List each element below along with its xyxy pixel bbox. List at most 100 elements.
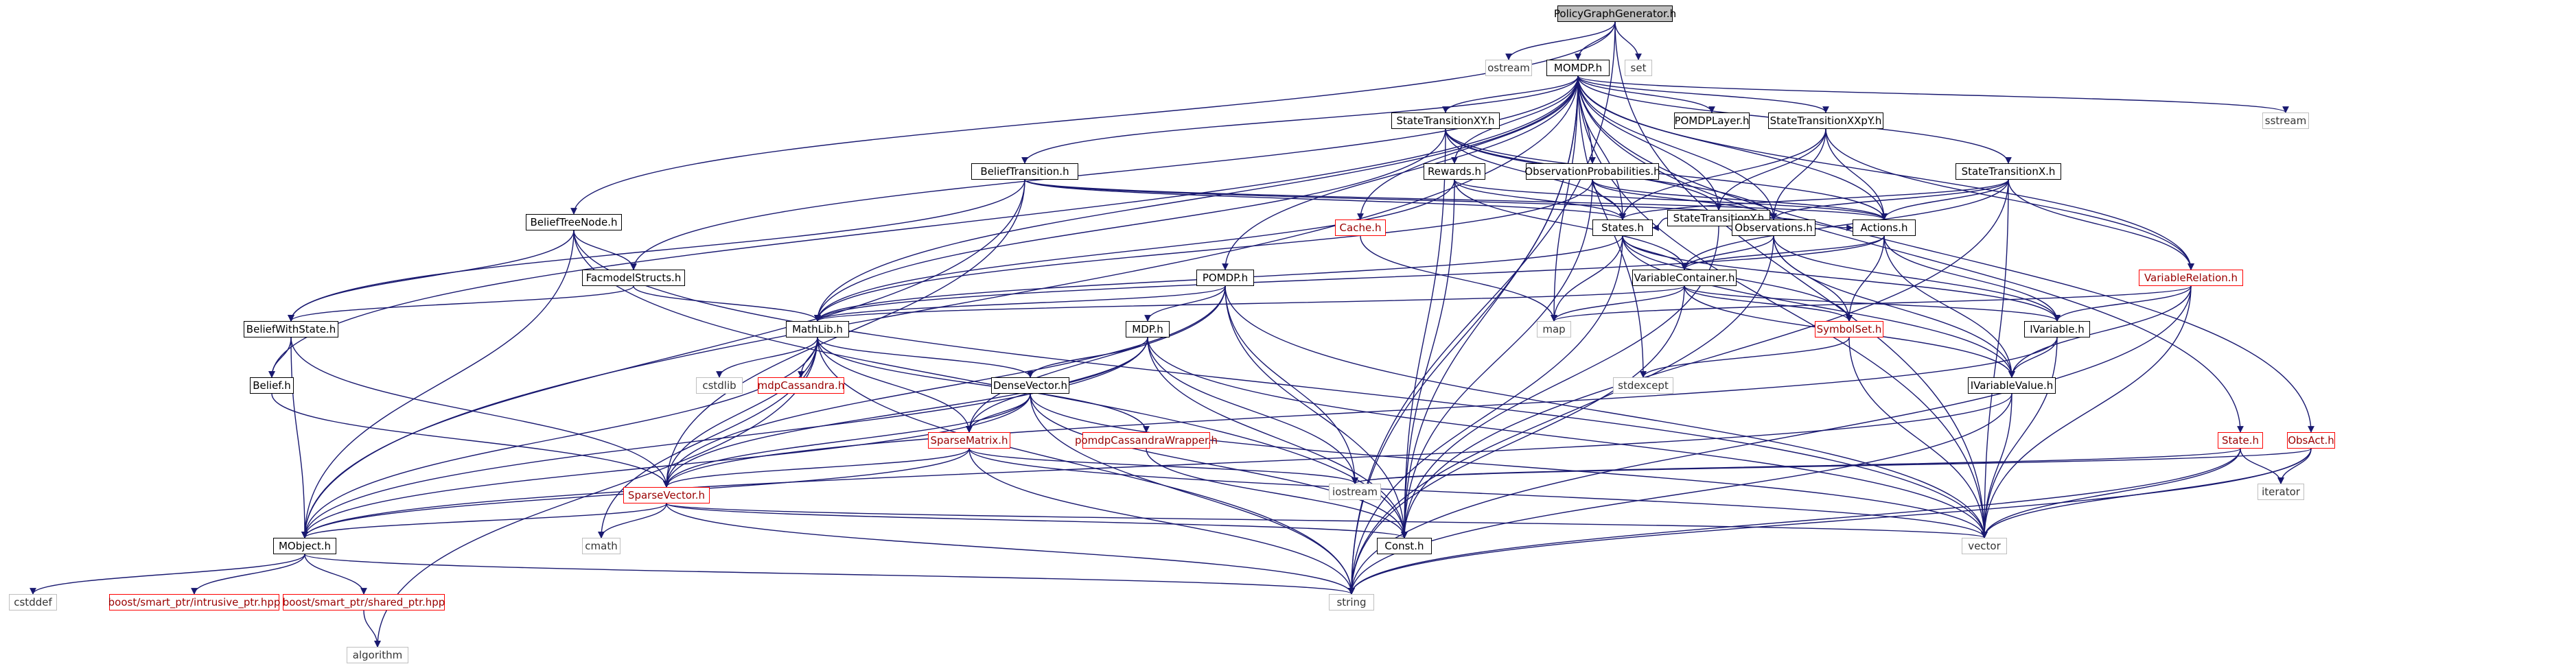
- edge-stxx-to-observations: [1770, 179, 2009, 220]
- edge-densevector-to-sparsevector: [663, 393, 1031, 488]
- node-string[interactable]: string: [1329, 594, 1374, 610]
- node-sparsevector[interactable]: SparseVector.h: [623, 487, 710, 503]
- edge-sparsematrix-to-string: [968, 448, 1355, 595]
- node-cmath[interactable]: cmath: [582, 538, 620, 554]
- node-map[interactable]: map: [1537, 321, 1571, 337]
- node-vector[interactable]: vector: [1962, 538, 2007, 554]
- edge-varrelation-to-ivariable: [2054, 285, 2192, 322]
- edge-sty-to-states: [1652, 217, 1668, 231]
- edge-stxx-to-varrelation: [2008, 179, 2194, 270]
- node-mobject[interactable]: MObject.h: [273, 538, 336, 554]
- edge-mdp-to-sparsevector: [663, 337, 1148, 488]
- node-pgg[interactable]: PolicyGraphGenerator.h: [1553, 5, 1677, 22]
- node-stxx[interactable]: StateTransitionX.h: [1956, 163, 2061, 180]
- node-label: SymbolSet.h: [1816, 323, 1882, 335]
- node-pomdpcassandra[interactable]: pomdpCassandraWrapper.h: [1075, 432, 1218, 449]
- node-label: StateTransitionXXpY.h: [1769, 115, 1882, 127]
- node-stdexcept[interactable]: stdexcept: [1613, 377, 1673, 394]
- edge-ivariable-to-vector: [1981, 337, 2058, 538]
- node-varrelation[interactable]: VariableRelation.h: [2139, 270, 2243, 286]
- edge-actions-to-varcontainer: [1681, 235, 1885, 270]
- node-rewards[interactable]: Rewards.h: [1424, 163, 1485, 180]
- edge-actions-to-mathlib: [814, 235, 1885, 322]
- node-set[interactable]: set: [1625, 60, 1652, 76]
- node-ivariable[interactable]: IVariable.h: [2024, 321, 2090, 337]
- node-label: PolicyGraphGenerator.h: [1553, 8, 1677, 20]
- node-beliefwithstate[interactable]: BeliefWithState.h: [244, 321, 338, 337]
- node-actions[interactable]: Actions.h: [1853, 220, 1916, 236]
- edge-symbolset-to-vector: [1848, 337, 1988, 538]
- node-label: ObsAct.h: [2288, 434, 2334, 447]
- node-label: IVariableValue.h: [1970, 379, 2054, 392]
- node-label: State.h: [2222, 434, 2259, 447]
- edge-pomdp-to-mathlib: [814, 285, 1226, 322]
- edge-ivariable-to-ivariablevalue: [2008, 337, 2058, 378]
- node-shared[interactable]: boost/smart_ptr/shared_ptr.hpp: [283, 594, 445, 610]
- edge-obsact-to-string: [1348, 448, 2312, 595]
- node-intrusive[interactable]: boost/smart_ptr/intrusive_ptr.hpp: [108, 594, 281, 610]
- node-cache[interactable]: Cache.h: [1335, 220, 1386, 236]
- node-sstream[interactable]: sstream: [2262, 112, 2309, 129]
- node-mathlib[interactable]: MathLib.h: [786, 321, 849, 337]
- node-label: string: [1336, 596, 1367, 608]
- edge-sparsematrix-to-sparsevector: [663, 448, 970, 488]
- node-sparsematrix[interactable]: SparseMatrix.h: [928, 432, 1010, 449]
- edge-beliefwithstate-to-belief: [268, 337, 292, 378]
- node-obsact[interactable]: ObsAct.h: [2287, 432, 2335, 449]
- edge-ivariablevalue-to-string: [1348, 393, 2012, 595]
- node-facmodel[interactable]: FacmodelStructs.h: [582, 270, 685, 286]
- edge-ivariable-to-sparsevector: [663, 337, 2058, 488]
- node-label: Observations.h: [1734, 222, 1813, 234]
- node-label: States.h: [1601, 222, 1644, 234]
- node-observations[interactable]: Observations.h: [1732, 220, 1815, 236]
- edge-momdp-to-pomdplayer: [1577, 75, 1715, 113]
- node-pomdplayer[interactable]: POMDPLayer.h: [1674, 112, 1750, 129]
- node-ostream[interactable]: ostream: [1485, 60, 1532, 76]
- node-densevector[interactable]: DenseVector.h: [991, 377, 1069, 394]
- edge-pomdp-to-sparsematrix: [966, 285, 1226, 433]
- edge-sparsevector-to-cmath: [598, 503, 667, 538]
- node-algorithm[interactable]: algorithm: [347, 647, 408, 663]
- node-sty[interactable]: StateTransitionY.h: [1667, 210, 1770, 226]
- node-belief[interactable]: Belief.h: [250, 377, 294, 394]
- node-label: Rewards.h: [1428, 165, 1481, 178]
- edge-observations-to-string: [1348, 235, 1774, 595]
- node-cstddef[interactable]: cstddef: [9, 594, 57, 610]
- node-states[interactable]: States.h: [1592, 220, 1653, 236]
- edge-momdp-to-belieftransition: [1021, 75, 1579, 164]
- node-iterator[interactable]: iterator: [2258, 484, 2304, 500]
- node-label: boost/smart_ptr/intrusive_ptr.hpp: [108, 596, 281, 608]
- edge-belieftreenode-to-mobject: [301, 230, 575, 538]
- node-label: FacmodelStructs.h: [585, 272, 682, 284]
- node-const[interactable]: Const.h: [1377, 538, 1432, 554]
- node-ivariablevalue[interactable]: IVariableValue.h: [1968, 377, 2056, 394]
- node-label: StateTransitionX.h: [1961, 165, 2056, 178]
- node-mdpcassandra[interactable]: mdpCassandra.h: [758, 377, 844, 394]
- node-label: cmath: [585, 540, 618, 552]
- node-label: POMDPLayer.h: [1674, 115, 1750, 127]
- edge-obsact-to-iostream: [1351, 448, 2312, 484]
- edge-pomdp-to-const: [1225, 285, 1408, 538]
- node-momdp[interactable]: MOMDP.h: [1546, 60, 1610, 76]
- node-iostream[interactable]: iostream: [1329, 484, 1381, 500]
- node-stateh[interactable]: State.h: [2218, 432, 2263, 449]
- node-label: POMDP.h: [1202, 272, 1249, 284]
- node-label: DenseVector.h: [993, 379, 1068, 392]
- edge-rewards-to-actions: [1454, 179, 1888, 220]
- edge-mathlib-to-sparsematrix: [817, 337, 973, 433]
- edge-varrelation-to-ivariablevalue: [2008, 285, 2192, 378]
- node-belieftreenode[interactable]: BeliefTreeNode.h: [526, 214, 622, 230]
- node-stxy[interactable]: StateTransitionXY.h: [1391, 112, 1500, 129]
- node-cstdlib[interactable]: cstdlib: [696, 377, 743, 394]
- edge-pgg-to-belieftreenode: [570, 21, 1616, 215]
- node-pomdp[interactable]: POMDP.h: [1196, 270, 1254, 286]
- edge-states-to-ivariablevalue: [1622, 235, 2015, 378]
- node-mdp[interactable]: MDP.h: [1126, 321, 1170, 337]
- node-varcontainer[interactable]: VariableContainer.h: [1632, 270, 1737, 286]
- node-symbolset[interactable]: SymbolSet.h: [1815, 321, 1883, 337]
- node-label: MathLib.h: [792, 323, 843, 335]
- node-belieftransition[interactable]: BeliefTransition.h: [971, 163, 1078, 180]
- node-stxxpy[interactable]: StateTransitionXXpY.h: [1768, 112, 1883, 129]
- edge-varcontainer-to-map: [1551, 285, 1685, 322]
- node-obsprob[interactable]: ObservationProbabilities.h: [1524, 163, 1660, 180]
